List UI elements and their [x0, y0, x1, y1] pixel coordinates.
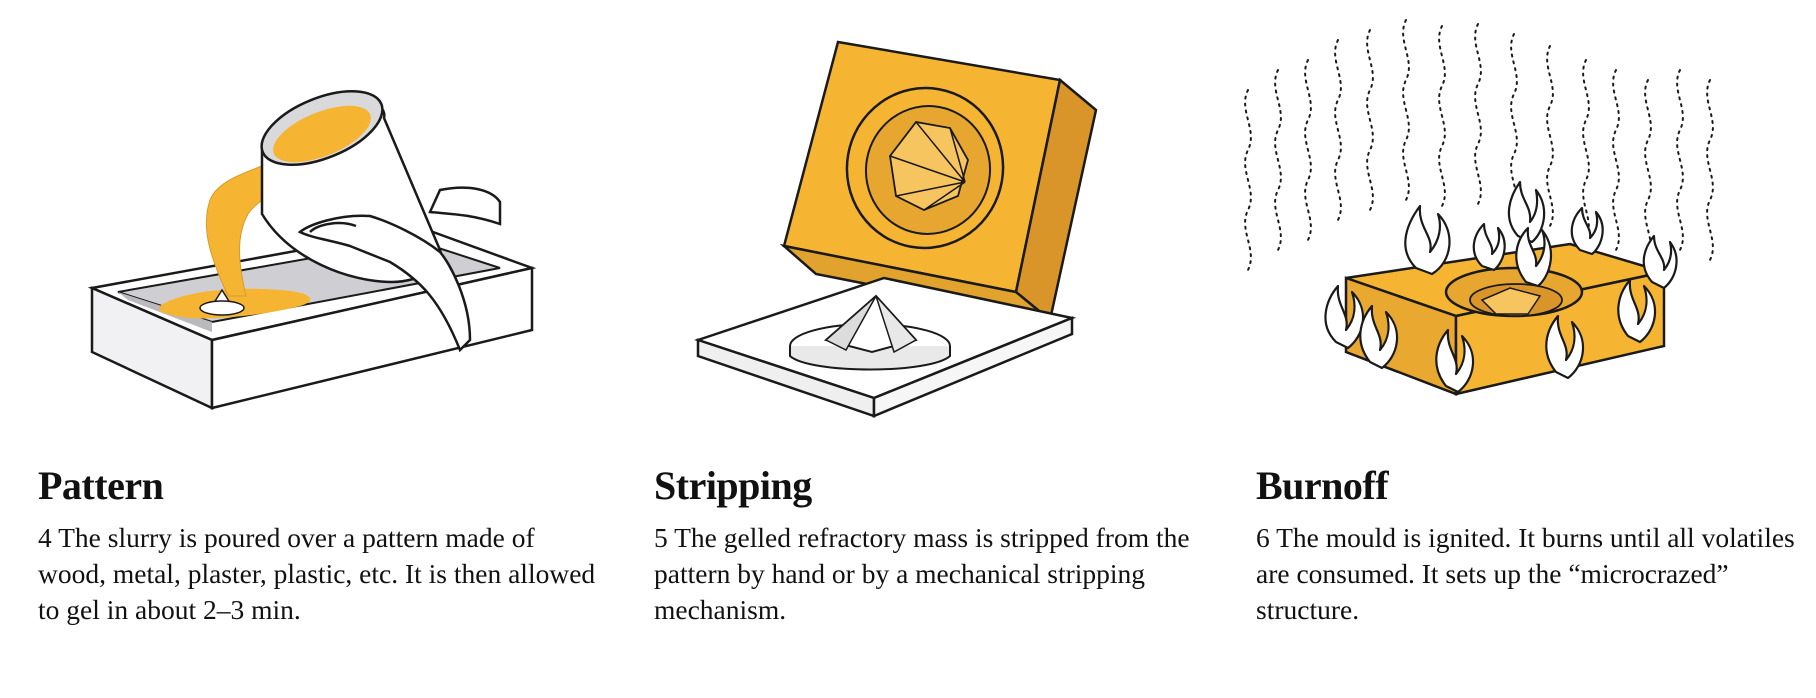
step-description: 5 The gelled refractory mass is stripped…	[654, 522, 1190, 625]
pouring-slurry-illustration	[87, 90, 537, 410]
pattern-caption: Pattern 4 The slurry is poured over a pa…	[38, 466, 598, 628]
stripping-illustration	[694, 40, 1098, 418]
burnoff-caption: Burnoff 6 The mould is ignited. It burns…	[1256, 466, 1806, 628]
step-description: 6 The mould is ignited. It burns until a…	[1256, 522, 1795, 625]
step-description: 4 The slurry is poured over a pattern ma…	[38, 522, 596, 625]
step-title: Burnoff	[1256, 463, 1389, 508]
gelled-mould-block	[779, 40, 1098, 323]
burning-mould-block	[1344, 242, 1666, 396]
stripping-caption: Stripping 5 The gelled refractory mass i…	[654, 466, 1214, 628]
step-burnoff: Burnoff 6 The mould is ignited. It burns…	[1220, 0, 1816, 698]
flames	[1324, 180, 1678, 394]
burnoff-illustration	[1244, 19, 1714, 396]
slurry-pool	[159, 288, 311, 319]
hands	[297, 186, 502, 353]
pattern-base-plate	[694, 276, 1077, 418]
heat-waves	[1244, 19, 1714, 271]
step-pattern: Pattern 4 The slurry is poured over a pa…	[0, 0, 620, 698]
step-stripping: Stripping 5 The gelled refractory mass i…	[620, 0, 1220, 698]
step-title: Stripping	[654, 463, 812, 508]
step-title: Pattern	[38, 463, 164, 508]
